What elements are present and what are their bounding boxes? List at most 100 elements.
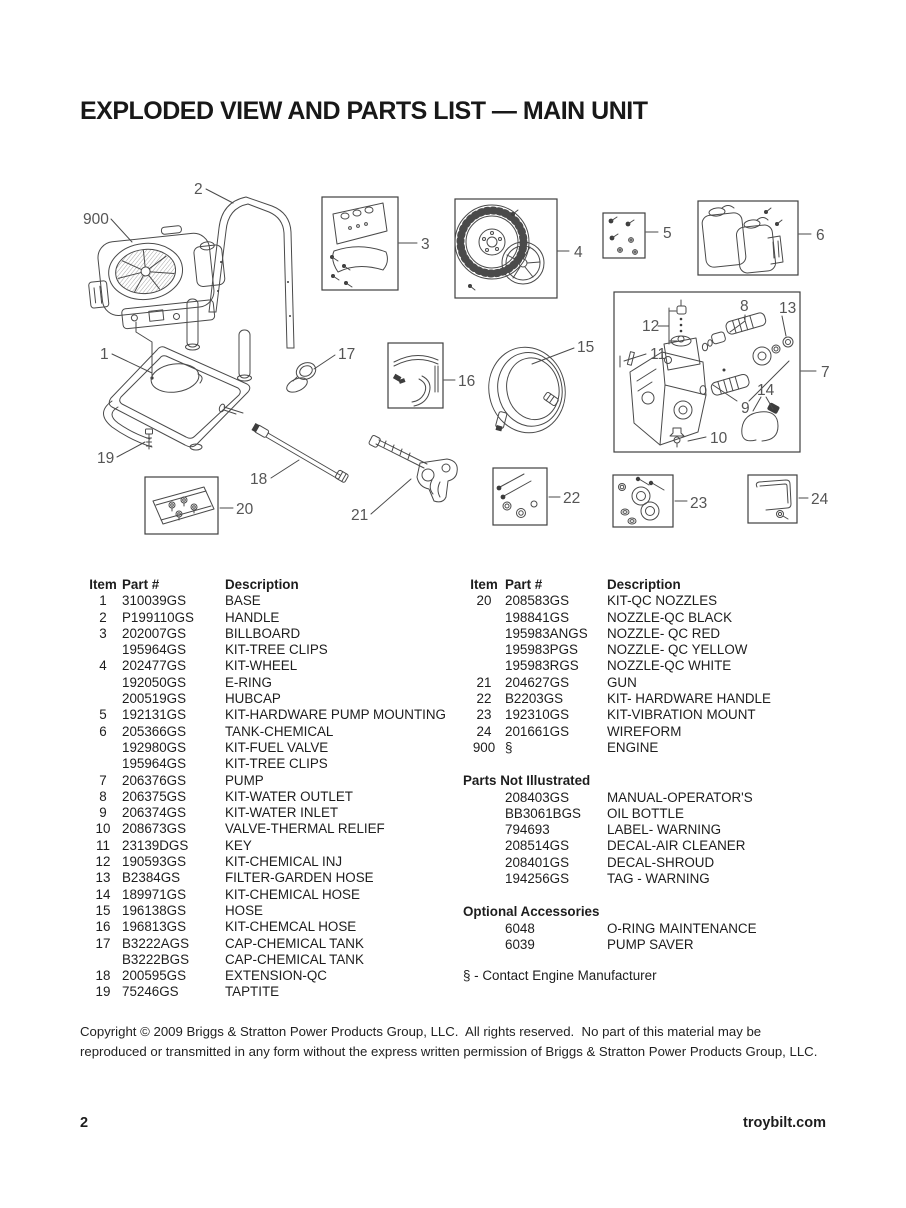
part-description: DECAL-AIR CLEANER xyxy=(607,838,746,854)
callout-label-22: 22 xyxy=(563,490,580,507)
part-description: KIT-WHEEL xyxy=(225,658,298,674)
website-url: troybilt.com xyxy=(743,1115,826,1131)
callout-label-8: 8 xyxy=(740,298,749,315)
item-number xyxy=(84,642,122,658)
part-description: KIT-CHEMCAL HOSE xyxy=(225,919,357,935)
part-number: 195983PGS xyxy=(505,642,578,658)
part-number: 6048 xyxy=(505,920,535,936)
callout-label-19: 19 xyxy=(97,450,114,467)
part-description: BASE xyxy=(225,593,261,609)
chemical-tank-cap-illustration xyxy=(286,362,317,393)
part-description: O-RING MAINTENANCE xyxy=(607,920,757,936)
item-number: 24 xyxy=(476,723,492,739)
callout-label-23: 23 xyxy=(690,495,707,512)
part-description: KIT-TREE CLIPS xyxy=(225,642,328,658)
callout-label-21: 21 xyxy=(351,507,368,524)
callout-label-17: 17 xyxy=(338,346,355,363)
part-number: 794693 xyxy=(505,822,550,838)
copyright-line-2: reproduced or transmitted in any form wi… xyxy=(80,1044,818,1059)
callout-label-9: 9 xyxy=(741,400,750,417)
part-description: KIT-CHEMICAL INJ xyxy=(225,854,343,870)
pump-exploded-box xyxy=(613,291,801,453)
item-number xyxy=(463,626,505,642)
part-description: KIT-VIBRATION MOUNT xyxy=(607,707,756,723)
wireform-box xyxy=(747,474,798,524)
parts-row: 195983PGS NOZZLE- QC YELLOW xyxy=(463,642,771,658)
part-number: 202477GS xyxy=(122,658,187,674)
part-description: KIT-QC NOZZLES xyxy=(607,593,718,609)
part-number: 189971GS xyxy=(122,886,187,902)
part-description: LABEL- WARNING xyxy=(607,822,722,838)
part-number: 202007GS xyxy=(122,625,187,641)
billboard-kit-box xyxy=(321,196,399,291)
item-number: 13 xyxy=(95,870,111,886)
part-number: 208583GS xyxy=(505,593,570,609)
part-number: 75246GS xyxy=(122,984,179,1000)
part-number: 208673GS xyxy=(122,821,187,837)
part-description: TAPTITE xyxy=(225,984,280,1000)
item-number: 12 xyxy=(95,854,111,870)
callout-label-900: 900 xyxy=(83,211,109,228)
part-description: KIT- HARDWARE HANDLE xyxy=(607,691,771,707)
part-number: § xyxy=(505,739,513,755)
column-header-item: Item xyxy=(89,577,117,592)
part-number: BB3061BGS xyxy=(505,805,581,821)
part-description: KIT-WATER INLET xyxy=(225,805,339,821)
column-header-description: Description xyxy=(225,577,299,592)
part-number: 208401GS xyxy=(505,854,570,870)
part-description: OIL BOTTLE xyxy=(607,805,684,821)
part-description: HANDLE xyxy=(225,609,280,625)
item-number xyxy=(84,740,122,756)
item-number: 15 xyxy=(95,902,111,918)
item-number xyxy=(463,838,505,854)
callout-label-18: 18 xyxy=(250,471,267,488)
item-number: 7 xyxy=(99,772,107,788)
callout-label-10: 10 xyxy=(710,430,728,447)
part-number: B3222BGS xyxy=(122,951,189,967)
copyright-notice: Copyright © 2009 Briggs & Stratton Power… xyxy=(80,1022,817,1062)
part-number: 195983ANGS xyxy=(505,625,588,641)
part-description: HOSE xyxy=(225,902,263,918)
item-number: 900 xyxy=(472,739,496,755)
handle-illustration xyxy=(208,196,295,349)
part-number: 198841GS xyxy=(505,609,570,625)
part-description: FILTER-GARDEN HOSE xyxy=(225,870,374,886)
part-description: NOZZLE- QC YELLOW xyxy=(607,642,748,658)
part-description: HUBCAP xyxy=(225,691,281,707)
table-header-row: Item Part # Description xyxy=(84,577,446,593)
part-number: 201661GS xyxy=(505,723,570,739)
part-description: VALVE-THERMAL RELIEF xyxy=(225,821,385,837)
callout-label-3: 3 xyxy=(421,236,430,253)
parts-row: 900§ENGINE xyxy=(463,740,771,756)
part-number: 195964GS xyxy=(122,756,187,772)
part-description: KIT-CHEMICAL HOSE xyxy=(225,886,360,902)
part-number: 206376GS xyxy=(122,772,187,788)
callout-label-15: 15 xyxy=(577,339,594,356)
part-description: KIT-HARDWARE PUMP MOUNTING xyxy=(225,707,446,723)
pump-mounting-hardware-box xyxy=(602,212,646,259)
item-number: 16 xyxy=(95,919,111,935)
item-number: 22 xyxy=(476,691,492,707)
item-number xyxy=(463,642,505,658)
item-number: 8 xyxy=(99,788,107,804)
callout-label-24: 24 xyxy=(811,491,829,508)
part-number: 208514GS xyxy=(505,838,570,854)
